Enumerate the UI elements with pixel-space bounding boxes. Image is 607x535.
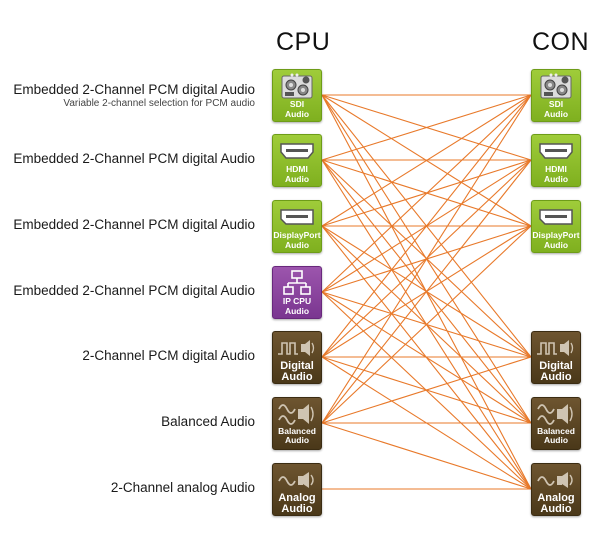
sdi-connector-icon	[280, 73, 314, 99]
digital-wave-speaker-icon	[536, 335, 576, 361]
port-label-type: Analog	[278, 491, 316, 504]
row-label: Embedded 2-Channel PCM digital Audio	[13, 151, 255, 166]
port-label-type: Analog	[537, 491, 575, 504]
displayport-connector-icon	[538, 204, 574, 230]
port-label-audio: Audio	[281, 502, 313, 515]
connection-line	[321, 356, 532, 424]
port-label-audio: Audio	[284, 239, 310, 250]
port-label-audio: Audio	[543, 239, 569, 250]
connection-line	[321, 422, 532, 490]
con-column-title: CON	[532, 28, 590, 56]
connection-line	[321, 94, 532, 293]
port-label-type: SDI	[289, 98, 305, 109]
port-label-audio: Audio	[543, 173, 569, 184]
port-label-type: Balanced	[537, 425, 575, 436]
port-label-audio: Audio	[540, 502, 572, 515]
analog-wave-speaker-icon	[277, 467, 317, 493]
port-label-type: HDMI	[545, 163, 567, 174]
row-label-text: 2-Channel analog Audio	[110, 480, 255, 495]
port-label-audio: Audio	[281, 370, 313, 383]
port-label-audio: Audio	[284, 173, 310, 184]
row-label: 2-Channel PCM digital Audio	[82, 348, 255, 363]
balanced-wave-speaker-icon	[536, 401, 576, 427]
row-label-text: Embedded 2-Channel PCM digital Audio	[13, 151, 255, 166]
balanced-wave-speaker-icon	[277, 401, 317, 427]
analog-wave-speaker-icon	[536, 467, 576, 493]
connection-line	[321, 94, 532, 161]
port-label-type: IP CPU	[282, 295, 312, 306]
port-label-type: Digital	[280, 359, 314, 372]
connection-line	[321, 94, 532, 424]
port-label-audio: Audio	[284, 434, 310, 445]
row-label: Balanced Audio	[161, 414, 255, 429]
connection-line	[321, 225, 532, 424]
row-label-text: 2-Channel PCM digital Audio	[82, 348, 255, 363]
port-label-type: Digital	[539, 359, 573, 372]
port-label-audio: Audio	[284, 108, 310, 119]
port-label-audio: Audio	[543, 434, 569, 445]
row-label-text: Embedded 2-Channel PCM digital Audio	[13, 283, 255, 298]
hdmi-connector-icon	[538, 138, 574, 164]
row-label: 2-Channel analog Audio	[111, 480, 255, 495]
network-icon	[283, 269, 311, 296]
row-sublabel: Variable 2-channel selection for PCM aud…	[63, 98, 255, 109]
port-label-audio: Audio	[540, 370, 572, 383]
port-label-type: HDMI	[286, 163, 308, 174]
row-label-text: Balanced Audio	[161, 414, 255, 429]
connection-line	[321, 94, 532, 358]
port-label-type: DisplayPort	[273, 229, 321, 240]
row-label-text: Embedded 2-Channel PCM digital Audio	[13, 217, 255, 232]
cpu-column-title: CPU	[276, 28, 331, 56]
sdi-connector-icon	[539, 73, 573, 99]
port-label-type: SDI	[548, 98, 564, 109]
displayport-connector-icon	[279, 204, 315, 230]
port-label-audio: Audio	[284, 305, 310, 316]
row-label-text: Embedded 2-Channel PCM digital Audio	[13, 82, 255, 97]
digital-wave-speaker-icon	[277, 335, 317, 361]
connection-line	[321, 94, 532, 227]
hdmi-connector-icon	[279, 138, 315, 164]
port-label-audio: Audio	[543, 108, 569, 119]
port-label-type: DisplayPort	[532, 229, 580, 240]
row-label: Embedded 2-Channel PCM digital Audio	[13, 217, 255, 232]
row-label: Embedded 2-Channel PCM digital Audio	[13, 283, 255, 298]
port-label-type: Balanced	[278, 425, 316, 436]
connection-line	[321, 159, 532, 424]
